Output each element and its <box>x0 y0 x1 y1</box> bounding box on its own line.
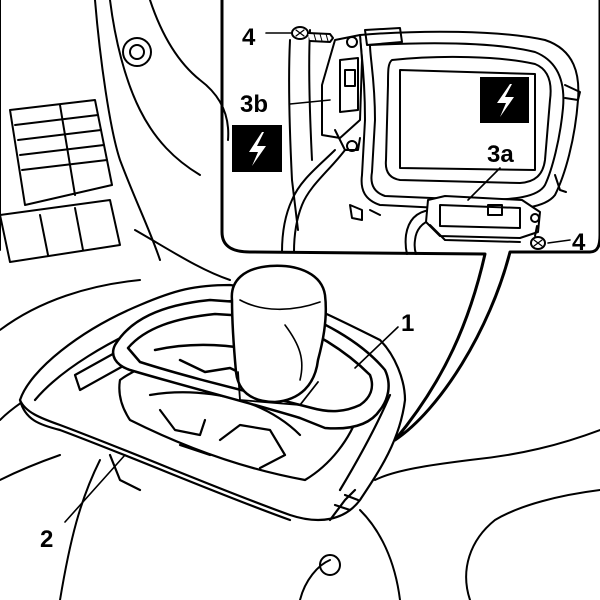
electrical-hazard-icon <box>480 77 529 123</box>
label-screw-right: 4 <box>572 229 586 256</box>
gear-knob <box>230 264 328 406</box>
connector-3a <box>425 195 541 243</box>
label-connector-3b: 3b <box>240 91 268 118</box>
leader-lines <box>64 32 571 523</box>
inset-callout-frame <box>220 0 600 442</box>
inset-detail <box>281 27 581 255</box>
label-screw-top: 4 <box>242 24 256 51</box>
screw-icon <box>530 225 546 250</box>
label-connector-3a: 3a <box>487 141 514 168</box>
label-surround: 2 <box>40 526 53 553</box>
connector-3b <box>321 34 363 152</box>
electrical-hazard-icon <box>232 125 282 172</box>
screw-icon <box>291 26 334 43</box>
label-cover: 1 <box>401 310 414 337</box>
